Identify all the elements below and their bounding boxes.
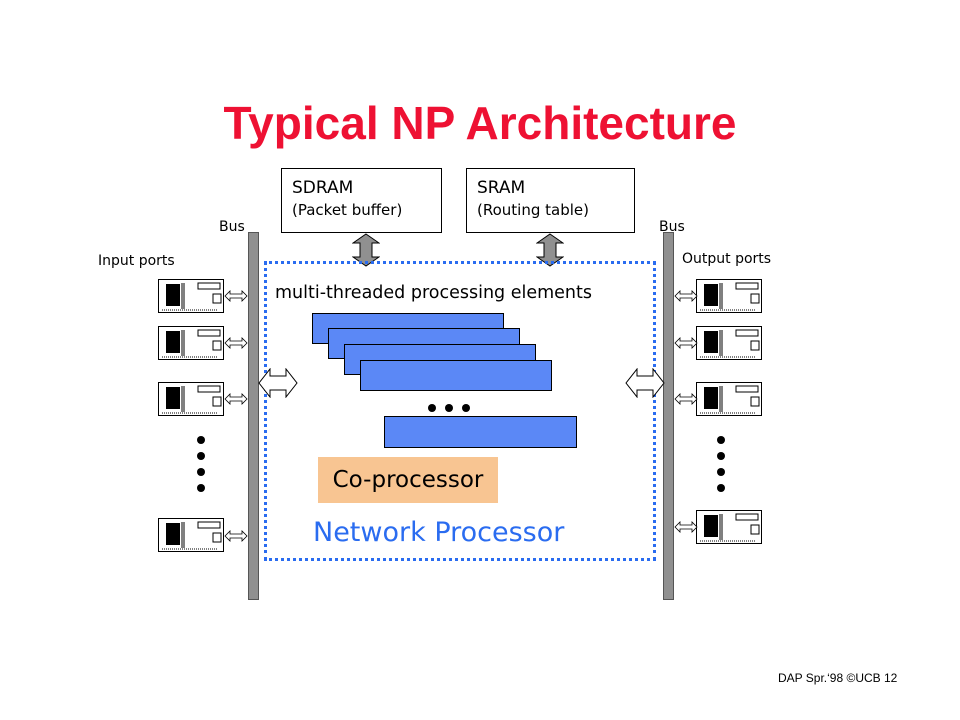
output-port-device — [696, 510, 762, 548]
processing-elements-label: multi-threaded processing elements — [275, 283, 592, 303]
input-port-connector — [224, 290, 248, 302]
input-port-device — [158, 518, 224, 556]
ellipsis-dot — [428, 404, 436, 412]
input-ellipsis-dot — [197, 436, 205, 444]
server-icon — [158, 279, 224, 313]
input-port-device — [158, 382, 224, 420]
left-bus-arrow — [258, 368, 298, 398]
sdram-name: SDRAM — [292, 178, 354, 198]
server-icon — [696, 382, 762, 416]
ellipsis-dot — [445, 404, 453, 412]
output-port-connector — [674, 337, 698, 349]
server-icon — [158, 382, 224, 416]
bus-left-label: Bus — [219, 219, 245, 235]
output-ports-label: Output ports — [682, 251, 772, 267]
sdram-box: SDRAM (Packet buffer) — [281, 168, 442, 233]
processing-element — [384, 416, 577, 448]
output-port-device — [696, 279, 762, 317]
bus-left — [248, 232, 259, 600]
input-port-connector — [224, 393, 248, 405]
server-icon — [158, 326, 224, 360]
coprocessor-box: Co-processor — [318, 457, 498, 503]
ellipsis-dot — [462, 404, 470, 412]
page-title: Typical NP Architecture — [223, 97, 737, 149]
slide-footer: DAP Spr.‘98 ©UCB 12 — [778, 671, 898, 685]
input-port-connector — [224, 337, 248, 349]
sram-description: (Routing table) — [477, 201, 589, 219]
input-ellipsis-dot — [197, 484, 205, 492]
output-port-connector — [674, 290, 698, 302]
input-port-device — [158, 279, 224, 317]
output-ellipsis-dot — [717, 436, 725, 444]
sram-box: SRAM (Routing table) — [466, 168, 635, 233]
input-port-device — [158, 326, 224, 364]
output-port-connector — [674, 521, 698, 533]
sdram-arrow — [352, 233, 380, 267]
server-icon — [696, 279, 762, 313]
server-icon — [158, 518, 224, 552]
server-icon — [696, 326, 762, 360]
network-processor-label: Network Processor — [313, 517, 565, 548]
input-ellipsis-dot — [197, 468, 205, 476]
sdram-description: (Packet buffer) — [292, 201, 403, 219]
bus-right — [663, 232, 674, 600]
server-icon — [696, 510, 762, 544]
right-bus-arrow — [625, 368, 665, 398]
sram-arrow — [536, 233, 564, 267]
input-port-connector — [224, 530, 248, 542]
processing-element — [360, 360, 552, 391]
input-ports-label: Input ports — [98, 253, 175, 269]
output-ellipsis-dot — [717, 452, 725, 460]
output-port-device — [696, 382, 762, 420]
sram-name: SRAM — [477, 178, 526, 198]
output-ellipsis-dot — [717, 468, 725, 476]
output-port-connector — [674, 393, 698, 405]
output-ellipsis-dot — [717, 484, 725, 492]
bus-right-label: Bus — [659, 219, 685, 235]
output-port-device — [696, 326, 762, 364]
network-processor-box — [264, 261, 656, 561]
input-ellipsis-dot — [197, 452, 205, 460]
